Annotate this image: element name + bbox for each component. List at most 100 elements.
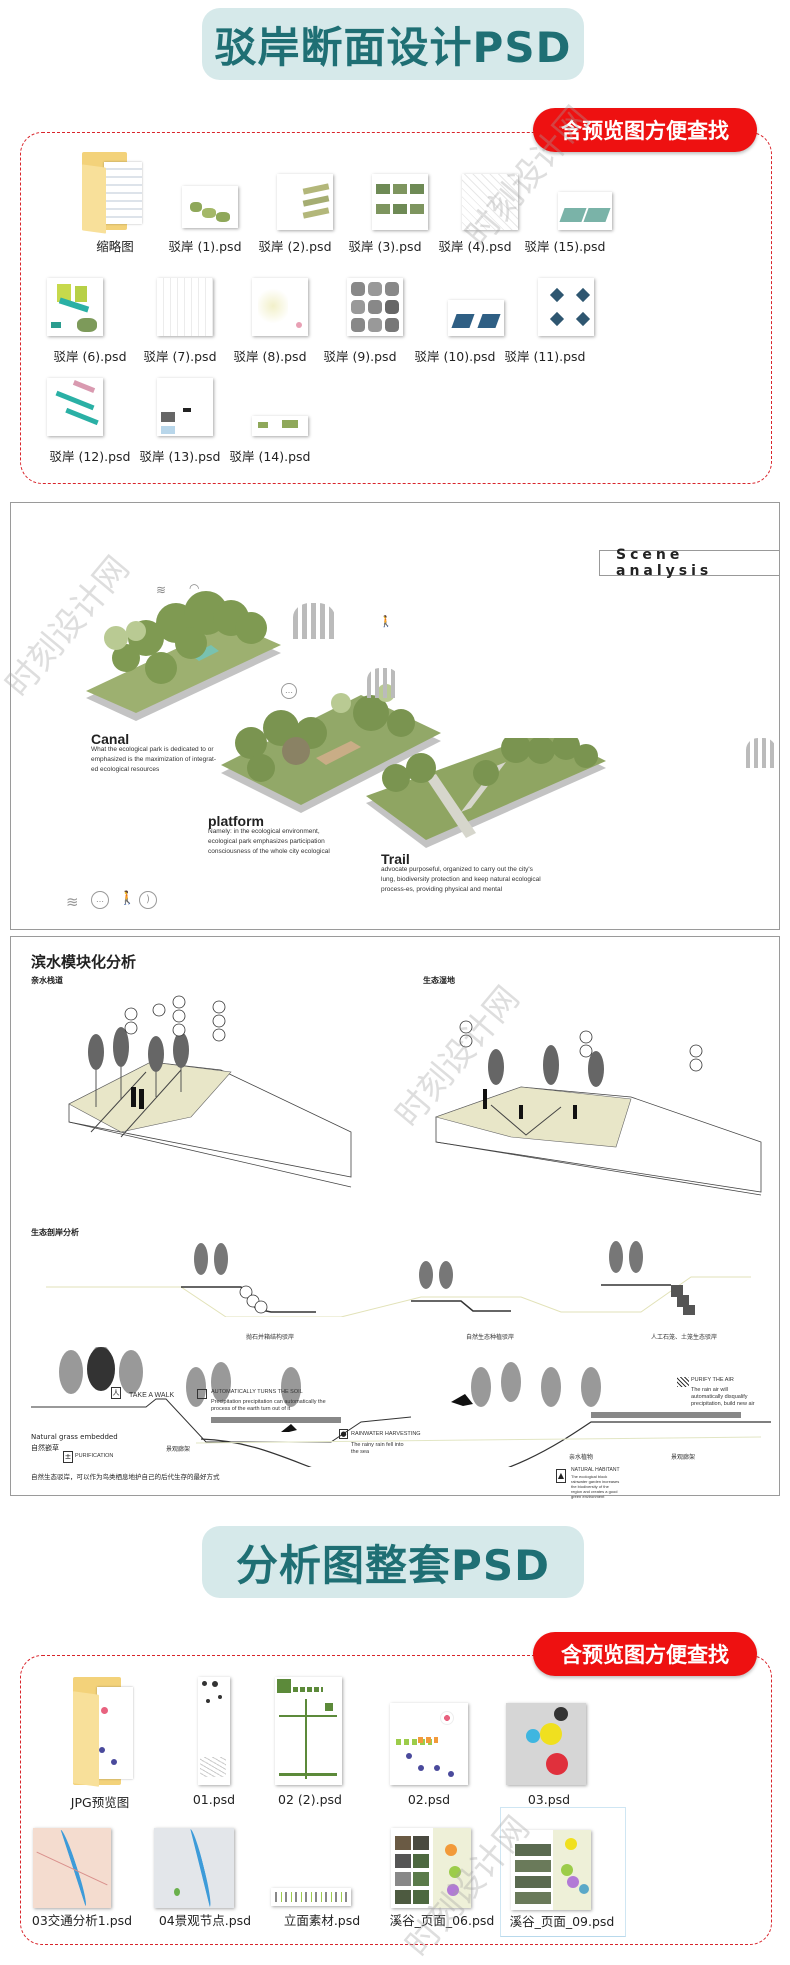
file-item[interactable]: 03交通分析1.psd bbox=[25, 1822, 155, 1932]
walking-person-icon: 🚶 bbox=[119, 891, 136, 906]
psd-thumbnail bbox=[271, 1888, 351, 1906]
tree-icon: ▲ bbox=[556, 1469, 566, 1483]
file-item[interactable]: 驳岸 (8).psd bbox=[215, 278, 325, 378]
file-item[interactable]: 驳岸 (13).psd bbox=[125, 378, 235, 478]
psd-thumbnail bbox=[47, 378, 103, 436]
file-item[interactable]: 驳岸 (9).psd bbox=[305, 278, 415, 378]
file-item-selected[interactable]: 溪谷_页面_09.psd bbox=[500, 1807, 626, 1937]
natural-habitat-desc: The ecological block rainwater garden in… bbox=[571, 1474, 620, 1499]
purify-air-label: PURIFY THE AIR bbox=[691, 1377, 734, 1383]
bank-type-label: 人工石笼、土笼生态驳岸 bbox=[651, 1335, 718, 1341]
psd-thumbnail bbox=[506, 1703, 586, 1785]
water-waves-icon: ≋ bbox=[156, 583, 167, 597]
file-label: 03.psd bbox=[527, 1792, 571, 1807]
file-label: 01.psd bbox=[192, 1792, 236, 1807]
file-item[interactable]: 驳岸 (1).psd bbox=[150, 150, 260, 260]
psd-thumbnail bbox=[538, 278, 594, 336]
preview-badge: 含预览图方便查找 bbox=[533, 1632, 757, 1676]
rainwater-label: RAINWATER HARVESTING bbox=[351, 1431, 421, 1437]
file-item[interactable]: 03.psd bbox=[500, 1675, 630, 1810]
file-label: 驳岸 (10).psd bbox=[414, 349, 496, 364]
file-label: 溪谷_页面_09.psd bbox=[509, 1914, 615, 1929]
file-item[interactable]: 驳岸 (14).psd bbox=[215, 378, 325, 478]
psd-thumbnail bbox=[157, 378, 213, 436]
section-title-analysis: 分析图整套PSD bbox=[202, 1526, 584, 1598]
section-label-eco-bank: 生态剖岸分析 bbox=[31, 1228, 79, 1237]
file-label: 驳岸 (11).psd bbox=[504, 349, 586, 364]
zone-title-canal: Canal bbox=[91, 731, 130, 747]
file-item[interactable]: 驳岸 (3).psd bbox=[330, 150, 440, 260]
file-item[interactable]: 驳岸 (2).psd bbox=[240, 150, 350, 260]
file-label: 驳岸 (4).psd bbox=[438, 239, 512, 254]
zone-desc-canal: What the ecological park is dedicated to… bbox=[91, 746, 217, 773]
file-item-thumbnail-folder[interactable]: 缩略图 bbox=[60, 150, 170, 260]
psd-thumbnail bbox=[252, 416, 308, 436]
grass-embedded-cn: 自然嵌草 bbox=[31, 1444, 59, 1452]
preview-badge: 含预览图方便查找 bbox=[533, 108, 757, 152]
file-item[interactable]: 驳岸 (7).psd bbox=[125, 278, 235, 378]
psd-thumbnail bbox=[558, 192, 612, 230]
grass-embedded-en: Natural grass embedded bbox=[31, 1433, 118, 1441]
file-label: 驳岸 (2).psd bbox=[258, 239, 332, 254]
zone-desc-platform: Namely: in the ecological environment, e… bbox=[208, 828, 330, 855]
waterfront-title: 滨水模块化分析 bbox=[31, 953, 137, 971]
psd-thumbnail bbox=[275, 1677, 342, 1785]
psd-thumbnail bbox=[47, 278, 103, 336]
file-browser-panel-analysis bbox=[20, 1655, 772, 1945]
file-item[interactable]: 驳岸 (15).psd bbox=[510, 150, 620, 260]
natural-habitat-label: NATURAL HABITANT bbox=[571, 1467, 620, 1473]
folder-preview-page bbox=[104, 162, 142, 224]
bank-type-label: 自然生态种植驳岸 bbox=[466, 1335, 515, 1341]
psd-thumbnail bbox=[154, 1828, 234, 1908]
psd-thumbnail bbox=[252, 278, 308, 336]
file-label: 驳岸 (15).psd bbox=[524, 239, 606, 254]
section-title-text: 分析图整套PSD bbox=[236, 1540, 550, 1590]
boardwalk-iso-diagram bbox=[61, 992, 381, 1192]
file-item-jpg-folder[interactable]: JPG预览图 bbox=[35, 1675, 165, 1810]
badge-text: 含预览图方便查找 bbox=[561, 119, 729, 143]
leaf-circle-icon: ) bbox=[139, 891, 157, 909]
file-label: 04景观节点.psd bbox=[158, 1913, 252, 1928]
file-item[interactable]: 02 (2).psd bbox=[255, 1675, 385, 1810]
walking-person-icon: 人 bbox=[111, 1387, 121, 1399]
file-label: 驳岸 (1).psd bbox=[168, 239, 242, 254]
rainwater-desc: The rainy rain fell into the sea bbox=[351, 1442, 404, 1455]
file-label: 02.psd bbox=[407, 1792, 451, 1807]
file-label: 03交通分析1.psd bbox=[31, 1913, 133, 1928]
wetland-iso-diagram bbox=[431, 1017, 771, 1197]
file-item[interactable]: 驳岸 (12).psd bbox=[35, 378, 145, 478]
file-item[interactable]: 驳岸 (10).psd bbox=[400, 278, 510, 378]
file-browser-panel-revetment bbox=[20, 132, 772, 484]
subtitle-eco-wetland: 生态湿地 bbox=[423, 976, 455, 985]
file-label: 驳岸 (13).psd bbox=[139, 449, 221, 464]
badge-text: 含预览图方便查找 bbox=[561, 1643, 729, 1667]
walking-person-icon: 🚶 bbox=[379, 615, 393, 628]
file-item[interactable]: 驳岸 (4).psd bbox=[420, 150, 530, 260]
file-label: 驳岸 (7).psd bbox=[143, 349, 217, 364]
tree-silhouettes-icon bbox=[351, 493, 391, 523]
psd-thumbnail bbox=[347, 278, 403, 336]
waterfront-footer-note: 自然生态驳岸，可以作为鸟类栖息地护自己的后代生存的最好方式 bbox=[31, 1473, 220, 1481]
file-item[interactable]: 01.psd bbox=[165, 1675, 275, 1810]
file-item[interactable]: 立面素材.psd bbox=[265, 1822, 395, 1932]
file-label: 驳岸 (9).psd bbox=[323, 349, 397, 364]
folder-front-flap bbox=[82, 164, 106, 234]
file-item[interactable]: 驳岸 (11).psd bbox=[490, 278, 600, 378]
file-item[interactable]: 04景观节点.psd bbox=[148, 1822, 278, 1932]
scene-analysis-board: Scene analysis ≋ ◠ Canal What the ecolog… bbox=[10, 502, 780, 930]
file-item[interactable]: 溪谷_页面_06.psd bbox=[385, 1822, 515, 1932]
tree-silhouette-group bbox=[367, 668, 399, 698]
file-label: 立面素材.psd bbox=[283, 1913, 361, 1928]
aquatic-plants-label: 亲水植物 bbox=[569, 1455, 594, 1461]
water-drop-icon: ● bbox=[339, 1429, 348, 1439]
folder-front-flap bbox=[73, 1691, 99, 1787]
file-item[interactable]: 驳岸 (6).psd bbox=[35, 278, 145, 378]
psd-thumbnail bbox=[511, 1830, 591, 1910]
tree-silhouette-group bbox=[293, 603, 335, 639]
wifi-icon: ◠ bbox=[189, 581, 200, 595]
trail-block-illustration bbox=[366, 731, 616, 878]
psd-thumbnail bbox=[157, 278, 213, 336]
file-item[interactable]: 02.psd bbox=[380, 1675, 510, 1810]
purification-label: PURIFICATION bbox=[75, 1453, 114, 1459]
file-label: 驳岸 (3).psd bbox=[348, 239, 422, 254]
